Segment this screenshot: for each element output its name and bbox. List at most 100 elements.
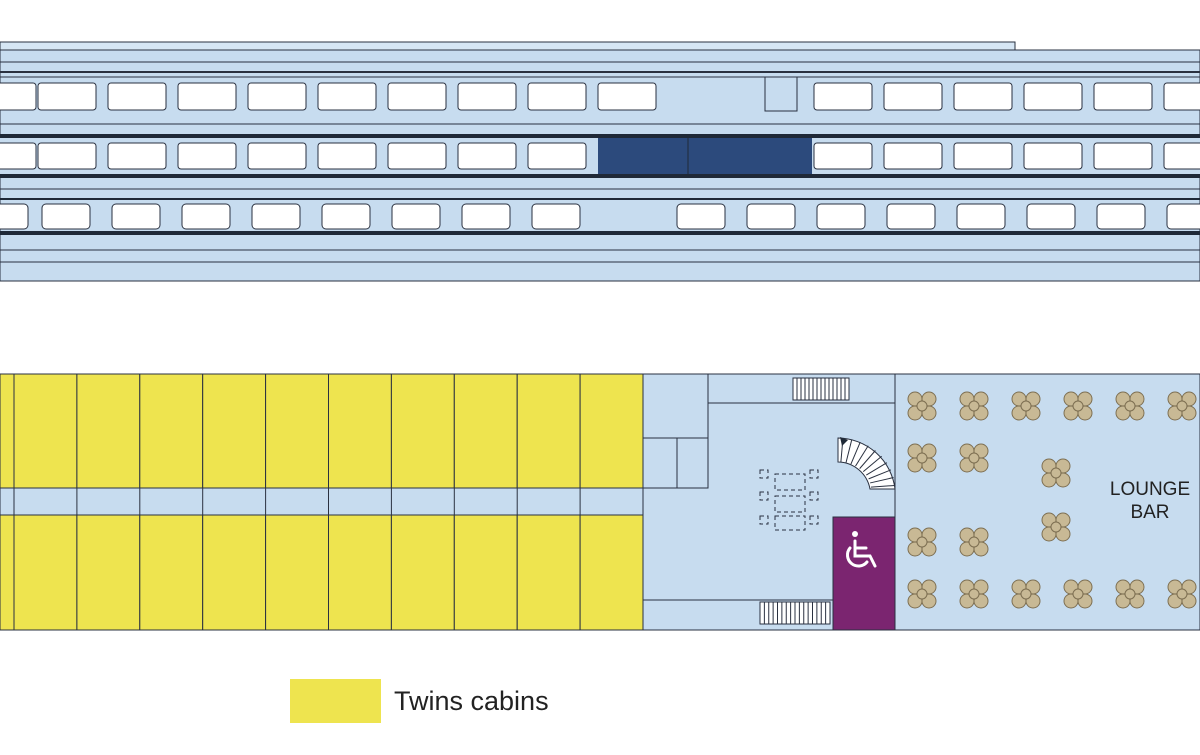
upper-deck-window xyxy=(1093,82,1153,111)
twin-cabin xyxy=(265,373,330,489)
lower-deck-window xyxy=(676,203,726,230)
upper-deck-door xyxy=(764,76,798,112)
middle-deck-window xyxy=(527,142,587,170)
twin-cabin xyxy=(579,373,644,489)
lower-deck-window xyxy=(391,203,441,230)
twin-cabin xyxy=(453,514,518,631)
middle-deck-window xyxy=(107,142,167,170)
twin-cabin xyxy=(579,514,644,631)
upper-deck-window xyxy=(527,82,587,111)
middle-deck-window xyxy=(177,142,237,170)
legend-label-twins: Twins cabins xyxy=(394,686,549,716)
middle-deck-windows xyxy=(0,142,1200,170)
twin-cabin xyxy=(328,373,392,489)
upper-deck-window xyxy=(953,82,1013,111)
dashed-table-outline xyxy=(759,469,819,531)
table-chairs-icon xyxy=(1041,458,1071,488)
table-chairs-icon xyxy=(959,579,989,609)
lower-deck-window xyxy=(111,203,161,230)
table-chairs-icon xyxy=(959,443,989,473)
twin-cabin xyxy=(0,373,15,489)
twin-cabin xyxy=(516,514,581,631)
twin-cabin xyxy=(76,373,141,489)
twin-cabin xyxy=(139,373,204,489)
lower-deck-window xyxy=(816,203,866,230)
twin-cabin xyxy=(13,373,78,489)
upper-deck-window xyxy=(813,82,873,111)
twin-cabin xyxy=(516,373,581,489)
table-chairs-icon xyxy=(1063,579,1093,609)
upper-deck-window xyxy=(37,82,97,111)
middle-deck-window xyxy=(317,142,377,170)
lower-deck-window xyxy=(461,203,511,230)
lower-deck-window xyxy=(321,203,371,230)
lower-deck-window xyxy=(1166,203,1200,230)
ship-side-profile xyxy=(0,41,1200,282)
twin-cabin xyxy=(202,514,267,631)
upper-deck-window xyxy=(107,82,167,111)
service-room-left xyxy=(642,437,678,489)
table-chairs-icon xyxy=(907,527,937,557)
middle-deck-window xyxy=(247,142,307,170)
hull-base xyxy=(0,261,1200,282)
twin-cabin xyxy=(328,514,392,631)
middle-deck-window xyxy=(1023,142,1083,170)
middle-deck-window xyxy=(387,142,447,170)
upper-deck-window xyxy=(177,82,237,111)
middle-deck-window xyxy=(37,142,97,170)
twin-cabin xyxy=(202,373,267,489)
table-chairs-icon xyxy=(1167,579,1197,609)
table-chairs-icon xyxy=(907,579,937,609)
middle-deck-window xyxy=(953,142,1013,170)
table-chairs-icon xyxy=(959,527,989,557)
upper-deck-window xyxy=(1163,82,1200,111)
lower-deck-window xyxy=(531,203,581,230)
middle-deck-window xyxy=(883,142,943,170)
table-chairs-icon xyxy=(959,391,989,421)
cabin-corridor xyxy=(0,487,644,516)
service-room-right xyxy=(676,437,709,489)
twin-cabin xyxy=(453,373,518,489)
upper-deck-window xyxy=(0,82,37,111)
table-chairs-icon xyxy=(1115,579,1145,609)
lower-deck-window xyxy=(1026,203,1076,230)
lower-deck-windows xyxy=(0,203,1200,230)
deck-floor-plan: LOUNGE BAR xyxy=(0,373,1200,631)
upper-deck-window xyxy=(883,82,943,111)
upper-deck-window xyxy=(247,82,307,111)
accessible-cabin xyxy=(832,516,896,631)
upper-deck-windows xyxy=(0,82,1200,111)
table-chairs-icon xyxy=(907,391,937,421)
lower-deck-window xyxy=(41,203,91,230)
middle-deck-window xyxy=(1093,142,1153,170)
table-chairs-icon xyxy=(1063,391,1093,421)
lower-deck-window xyxy=(886,203,936,230)
table-chairs-icon xyxy=(1041,512,1071,542)
table-chairs-icon xyxy=(1011,579,1041,609)
middle-deck-dark-panel xyxy=(598,138,812,174)
legend-swatch-twins xyxy=(290,679,381,723)
lounge-label-line1: LOUNGE xyxy=(1110,479,1190,500)
spiral-staircase-icon xyxy=(837,437,896,490)
twin-cabin xyxy=(76,514,141,631)
twin-cabin xyxy=(139,514,204,631)
upper-deck-window xyxy=(1023,82,1083,111)
twin-cabin xyxy=(265,514,330,631)
stairs-icon xyxy=(759,601,831,625)
lounge-seating xyxy=(907,391,1197,609)
lower-deck-window xyxy=(251,203,301,230)
twin-cabins-group xyxy=(0,373,644,631)
twin-cabin xyxy=(13,514,78,631)
middle-deck-window xyxy=(457,142,517,170)
table-chairs-icon xyxy=(1011,391,1041,421)
lower-deck-window xyxy=(181,203,231,230)
table-chairs-icon xyxy=(907,443,937,473)
upper-deck-window xyxy=(457,82,517,111)
wheelchair-icon xyxy=(846,531,877,568)
service-room-top xyxy=(642,373,709,439)
twin-cabin xyxy=(390,373,455,489)
middle-deck-window xyxy=(0,142,37,170)
table-chairs-icon xyxy=(1167,391,1197,421)
